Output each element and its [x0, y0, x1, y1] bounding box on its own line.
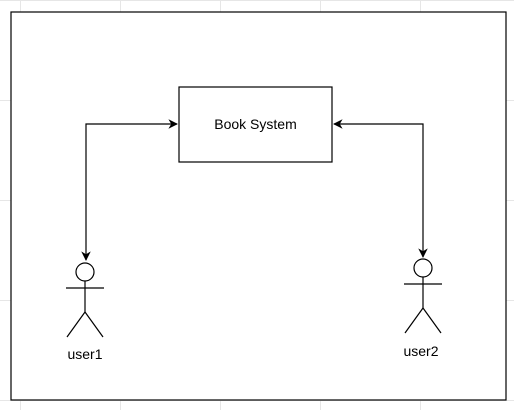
actor-label-user1: user1 — [67, 346, 102, 362]
actor-left-leg — [66, 311, 86, 338]
system-label: Book System — [214, 116, 296, 132]
actor-head — [75, 262, 95, 282]
actor-user2[interactable]: user2 — [403, 258, 442, 359]
actor-user1[interactable]: user1 — [66, 262, 104, 362]
actor-right-leg — [84, 311, 104, 338]
edge-user2-system[interactable] — [333, 119, 428, 258]
system-node[interactable]: Book System — [178, 86, 333, 163]
system-box[interactable] — [178, 86, 333, 163]
actor-head — [413, 258, 433, 278]
actor-label-user2: user2 — [403, 343, 438, 359]
actor-left-leg — [404, 307, 424, 334]
diagram-frame[interactable] — [10, 11, 507, 401]
actor-right-leg — [422, 307, 442, 334]
edge-user1-system[interactable] — [81, 119, 178, 261]
